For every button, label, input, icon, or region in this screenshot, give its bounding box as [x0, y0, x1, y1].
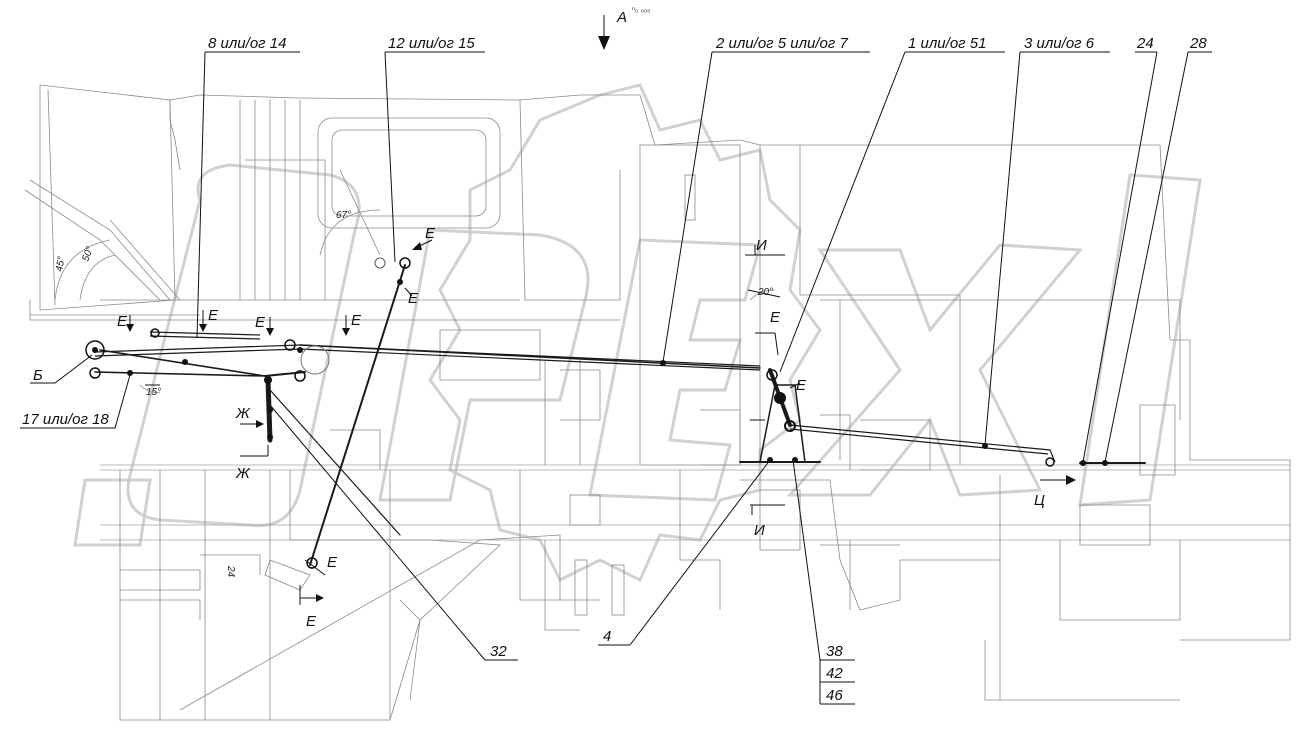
callout-32: 32 — [490, 643, 507, 660]
section-e-2: Е — [208, 307, 219, 324]
callout-3-6: 3 или/ог 6 — [1024, 35, 1095, 52]
section-i-2: И — [754, 522, 765, 539]
angle-67: 67° — [336, 210, 351, 221]
callout-12-15: 12 или/ог 15 — [388, 35, 475, 52]
angle-45: 45° — [54, 256, 67, 273]
section-e-1: Е — [117, 313, 128, 330]
view-sub: ⁿ₀ ₀₀₀ — [632, 5, 650, 14]
callout-24: 24 — [1136, 35, 1154, 52]
callout-38: 38 — [826, 643, 843, 660]
watermark-logo — [73, 83, 1202, 583]
control-linkage — [85, 257, 1146, 569]
section-e-9: Е — [327, 554, 338, 571]
section-e-7: Е — [770, 309, 781, 326]
angle-50: 50° — [80, 245, 96, 263]
labels: А ⁿ₀ ₀₀₀ 8 или/ог 14 12 или/ог 15 2 или/… — [22, 5, 1207, 704]
callout-46: 46 — [826, 687, 843, 704]
callout-17-18: 17 или/ог 18 — [22, 411, 109, 428]
section-e-4: Е — [351, 312, 362, 329]
section-e-3: Е — [255, 314, 266, 331]
callout-b: Б — [33, 367, 43, 384]
view-label: А — [616, 9, 627, 26]
leader-lines — [20, 15, 1212, 705]
section-e-5: Е — [425, 225, 436, 242]
section-zh-2: Ж — [235, 465, 251, 482]
callout-42: 42 — [826, 665, 843, 682]
section-e-10: Е — [306, 613, 317, 630]
dim-24: 24 — [225, 565, 236, 578]
section-zh-1: Ж — [235, 405, 251, 422]
callout-1-51: 1 или/ог 51 — [908, 35, 986, 52]
section-i-1: И — [756, 237, 767, 254]
callout-2-5-7: 2 или/ог 5 или/ог 7 — [715, 35, 848, 52]
background-machine — [24, 84, 1291, 721]
section-ts: Ц — [1034, 492, 1045, 509]
callout-4: 4 — [603, 628, 611, 645]
angle-15: 15° — [146, 387, 161, 398]
callout-28: 28 — [1189, 35, 1207, 52]
angle-20: 20° — [757, 287, 773, 298]
callout-8-14: 8 или/ог 14 — [208, 35, 286, 52]
section-e-8: Е — [796, 377, 807, 394]
section-e-6: Е — [408, 290, 419, 307]
section-arrows — [126, 239, 1076, 605]
